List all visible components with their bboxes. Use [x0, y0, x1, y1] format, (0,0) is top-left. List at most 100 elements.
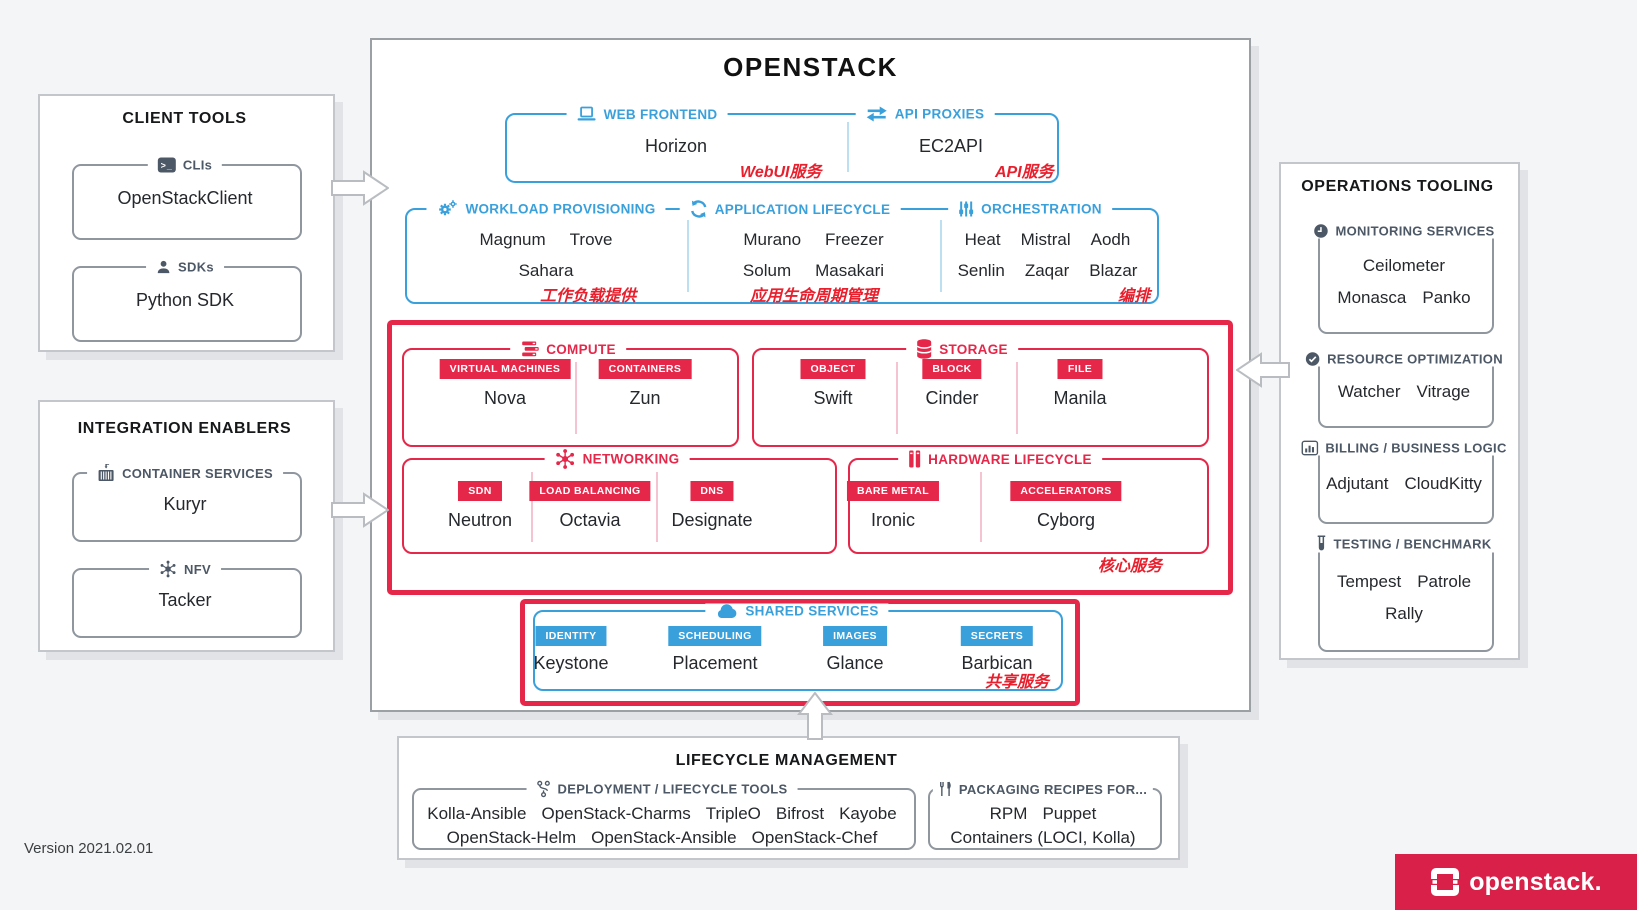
service-zun: Zun: [629, 388, 661, 408]
badge-dns: DNS: [690, 481, 734, 501]
compute-cell-vm: VIRTUAL MACHINES Nova: [439, 359, 571, 409]
provisioning-divider-1: [687, 220, 689, 292]
compute-divider: [575, 362, 577, 434]
core-services-frame: [387, 320, 1233, 595]
storage-header: STORAGE: [906, 339, 1018, 359]
service-blazar: Blazar: [1089, 261, 1138, 280]
servers-icon: [520, 341, 539, 357]
monitoring-header: MONITORING SERVICES: [1307, 223, 1501, 239]
service-puppet: Puppet: [1042, 804, 1097, 823]
service-adjutant: Adjutant: [1326, 474, 1389, 493]
service-rpm: RPM: [989, 804, 1028, 823]
bar-chart-icon: [1301, 440, 1319, 456]
lifecycle-management-panel: [397, 736, 1180, 860]
clis-header: >_ CLIs: [147, 157, 223, 173]
gears-icon: [436, 200, 458, 219]
sdks-header: SDKs: [146, 259, 224, 275]
annotation-core: 核心服务: [1098, 558, 1163, 575]
sdks-services: Python SDK: [72, 290, 298, 311]
deployment-row-2: OpenStack-Helm OpenStack-Ansible OpenSta…: [412, 828, 912, 848]
storage-divider-2: [1016, 362, 1018, 434]
service-barbican: Barbican: [961, 653, 1033, 673]
service-horizon: Horizon: [644, 136, 708, 156]
integration-enablers-panel: [38, 400, 335, 652]
openstack-logo-icon: [1430, 867, 1461, 897]
service-nova: Nova: [483, 388, 527, 408]
service-freezer: Freezer: [825, 230, 884, 249]
check-circle-icon: [1305, 352, 1320, 367]
test-tube-icon: [1316, 535, 1326, 553]
service-python-sdk: Python SDK: [135, 290, 235, 310]
service-ironic: Ironic: [870, 510, 915, 530]
shared-cell-images: IMAGES Glance: [823, 626, 887, 674]
frontend-box: [505, 113, 1059, 183]
operations-tooling-arrow-icon: [1235, 352, 1290, 388]
service-kolla-ansible: Kolla-Ansible: [427, 804, 527, 823]
storage-cell-file: FILE Manila: [1053, 359, 1107, 409]
service-placement: Placement: [672, 653, 758, 673]
frontend-divider: [847, 122, 849, 172]
app-lifecycle-row-1: Murano Freezer: [687, 230, 940, 250]
service-magnum: Magnum: [479, 230, 546, 249]
container-services-header: CONTAINER SERVICES: [87, 464, 283, 482]
annotation-workload: 工作负载提供: [540, 288, 637, 305]
nfv-services: Tacker: [72, 590, 298, 611]
testing-row-1: Tempest Patrole: [1318, 572, 1490, 592]
service-openstack-helm: OpenStack-Helm: [446, 828, 577, 847]
annotation-api: API服务: [995, 164, 1054, 181]
web-frontend-header: WEB FRONTEND: [566, 106, 728, 122]
rack-icon: [908, 450, 921, 468]
service-tempest: Tempest: [1336, 572, 1402, 591]
clock-icon: [1313, 224, 1328, 239]
service-tacker: Tacker: [158, 590, 212, 610]
api-proxies-services: EC2API: [847, 136, 1055, 157]
annotation-orchestration: 编排: [1118, 288, 1151, 305]
badge-secrets: SECRETS: [960, 626, 1034, 646]
shared-cell-scheduling: SCHEDULING Placement: [668, 626, 762, 674]
service-masakari: Masakari: [815, 261, 885, 280]
storage-cell-block: BLOCK Cinder: [922, 359, 982, 409]
service-cinder: Cinder: [925, 388, 979, 408]
shared-cell-identity: IDENTITY Keystone: [533, 626, 609, 674]
service-patrole: Patrole: [1417, 572, 1472, 591]
networking-header: NETWORKING: [544, 448, 690, 470]
workload-provisioning-header: WORKLOAD PROVISIONING: [426, 199, 666, 219]
service-openstack-chef: OpenStack-Chef: [751, 828, 878, 847]
integration-enablers-title: INTEGRATION ENABLERS: [77, 420, 292, 437]
monitoring-box: [1318, 230, 1494, 334]
shared-cell-secrets: SECRETS Barbican: [960, 626, 1034, 674]
service-openstack-ansible: OpenStack-Ansible: [591, 828, 737, 847]
client-tools-arrow-icon: [331, 170, 390, 206]
compute-cell-containers: CONTAINERS Zun: [598, 359, 692, 409]
openstack-logo-text: openstack.: [1469, 867, 1602, 896]
service-zaqar: Zaqar: [1024, 261, 1070, 280]
badge-identity: IDENTITY: [535, 626, 607, 646]
optimization-row-1: Watcher Vitrage: [1318, 382, 1490, 402]
deployment-row-1: Kolla-Ansible OpenStack-Charms TripleO B…: [412, 804, 912, 824]
integration-enablers-arrow-icon: [331, 492, 390, 528]
badge-scheduling: SCHEDULING: [668, 626, 762, 646]
service-watcher: Watcher: [1337, 382, 1401, 401]
sliders-icon: [958, 201, 974, 218]
hardware-cell-accelerators: ACCELERATORS Cyborg: [1010, 481, 1122, 531]
service-containers-loci-kolla: Containers (LOCI, Kolla): [950, 828, 1136, 847]
app-lifecycle-row-2: Solum Masakari: [687, 261, 940, 281]
networking-divider-2: [656, 472, 658, 542]
nfv-hub-icon: [159, 560, 177, 578]
hardware-lifecycle-header: HARDWARE LIFECYCLE: [898, 450, 1102, 468]
transfer-arrows-icon: [866, 106, 888, 122]
provisioning-divider-2: [940, 220, 942, 292]
clis-services: OpenStackClient: [72, 188, 298, 209]
annotation-webui: WebUI服务: [740, 164, 822, 181]
operations-tooling-title: OPERATIONS TOOLING: [1301, 178, 1494, 195]
testing-box: [1318, 543, 1494, 652]
badge-virtual-machines: VIRTUAL MACHINES: [439, 359, 571, 379]
monitoring-row-2: Monasca Panko: [1318, 288, 1490, 308]
lifecycle-management-title: LIFECYCLE MANAGEMENT: [675, 752, 898, 769]
service-manila: Manila: [1053, 388, 1107, 408]
deployment-header: DEPLOYMENT / LIFECYCLE TOOLS: [526, 780, 798, 798]
service-tripleo: TripleO: [705, 804, 761, 823]
badge-load-balancing: LOAD BALANCING: [529, 481, 651, 501]
shared-services-header: SHARED SERVICES: [705, 603, 889, 619]
